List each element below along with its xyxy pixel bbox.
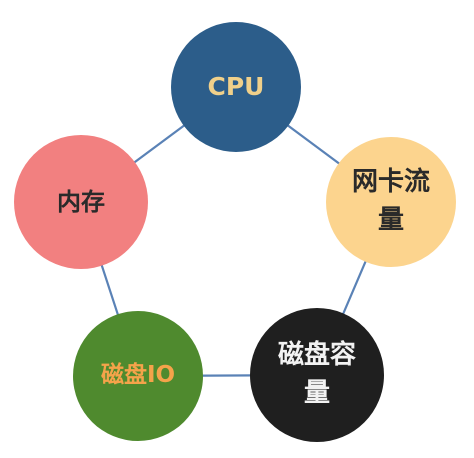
node-disk-io-label: 磁盘IO bbox=[100, 362, 176, 389]
node-network-traffic-label: 网卡流量 bbox=[351, 167, 430, 235]
node-disk-capacity: 磁盘容量 bbox=[250, 308, 384, 442]
node-memory: 内存 bbox=[14, 135, 148, 269]
node-network-traffic: 网卡流量 bbox=[326, 137, 456, 267]
node-disk-capacity-label: 磁盘容量 bbox=[277, 340, 356, 408]
node-disk-io: 磁盘IO bbox=[73, 311, 203, 441]
node-cpu-label: CPU bbox=[207, 71, 265, 101]
node-cpu: CPU bbox=[171, 22, 301, 152]
node-memory-label: 内存 bbox=[57, 187, 105, 216]
